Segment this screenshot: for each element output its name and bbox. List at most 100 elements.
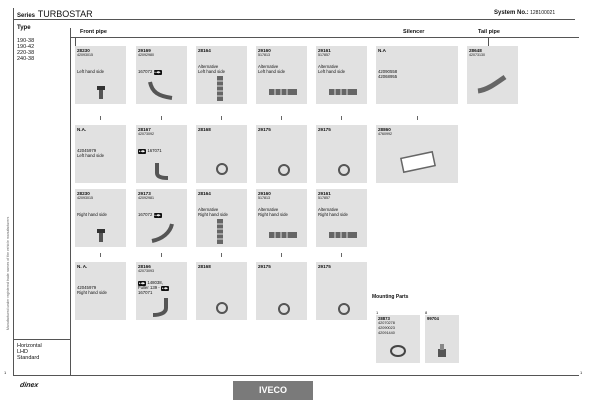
clamp-icon: ▸◀▶ xyxy=(153,70,162,75)
part-ref: 517813 xyxy=(258,53,270,57)
clamp-icon xyxy=(390,345,406,357)
part-ref: 42073092 xyxy=(138,132,154,136)
sidebar-note: Manufactured under registered trade name… xyxy=(6,216,10,330)
mount-cell-28873: 28873 42070278 42090023 42091440 xyxy=(376,315,420,363)
series-label: Series xyxy=(17,13,36,19)
part-note: Right hand side xyxy=(198,212,228,217)
part-ref: 42092980 xyxy=(138,53,154,57)
part-code: 28166 xyxy=(138,264,151,269)
part-note-text: 148038, xyxy=(147,280,163,285)
types-list: 190-38 190-42 220-38 240-38 xyxy=(17,38,34,62)
part-cell-28230-lhs: 28230 42093015 Left hand side xyxy=(75,46,126,104)
part-note: Left hand side xyxy=(198,69,225,74)
part-note: Left hand side xyxy=(318,69,345,74)
config-item: LHD xyxy=(17,349,29,356)
part-code: 28168 xyxy=(198,127,211,132)
part-code: 29173 xyxy=(138,191,151,196)
part-code: 28873 xyxy=(378,316,390,321)
part-alt: Alternative xyxy=(198,207,219,212)
part-cell-29161-lhs: 29161 517857 Alternative Left hand side xyxy=(316,46,367,104)
part-code: N. A. xyxy=(77,264,88,269)
section-silencer: Silencer xyxy=(403,29,425,35)
part-code: 28230 xyxy=(77,191,90,196)
part-code: 29161 xyxy=(318,191,331,196)
tail-pipe-icon xyxy=(477,74,507,94)
nut-icon xyxy=(438,344,446,357)
part-code: 29161 xyxy=(318,48,331,53)
pipe-icon xyxy=(151,223,174,243)
part-cell-28167: 28167 42073092 ▸◀▶ 167071 xyxy=(136,125,187,183)
part-code: 29175 xyxy=(318,127,331,132)
part-ref-1: 42090558 xyxy=(378,69,398,74)
part-note-text: 167071 xyxy=(147,148,162,153)
part-note: Left hand side xyxy=(258,69,285,74)
part-code: 28648 xyxy=(469,48,482,53)
part-cell-29175-c: 29175 xyxy=(256,262,307,320)
type-heading: Type xyxy=(17,25,31,31)
config-item: Horizontal xyxy=(17,343,42,349)
part-code: 29175 xyxy=(318,264,331,269)
section-front-pipe: Front pipe xyxy=(80,29,107,35)
part-code: 28164 xyxy=(198,191,211,196)
silencer-icon xyxy=(400,150,436,174)
part-note-text: 167072 xyxy=(138,212,153,217)
part-code: 29160 xyxy=(258,191,271,196)
pipe-icon xyxy=(152,298,168,317)
clamp-icon xyxy=(216,302,228,314)
part-ref: 42073093 xyxy=(138,269,154,273)
part-ref: 42090023 xyxy=(378,326,395,330)
part-alt: Alternative xyxy=(318,64,339,69)
brand-banner: IVECO xyxy=(233,381,313,400)
part-cell-29175-a: 29175 xyxy=(256,125,307,183)
part-cell-29169: 29169 42092980 167072 ▸◀▶ xyxy=(136,46,187,104)
type-item: 220-38 xyxy=(17,50,35,56)
part-cell-29175-d: 29175 xyxy=(316,262,367,320)
part-ref: 42091440 xyxy=(378,331,395,335)
flex-pipe-icon xyxy=(217,219,223,244)
type-item: 240-38 xyxy=(17,56,35,62)
series-header: Series TURBOSTAR xyxy=(17,9,93,19)
part-cell-na-lhs: N.A. 42045979 Left hand side xyxy=(75,125,126,183)
part-alt: Alternative xyxy=(318,207,339,212)
part-ref: 42093015 xyxy=(77,53,93,57)
part-cell-28168-lhs: 28168 xyxy=(196,125,247,183)
pipe-icon xyxy=(148,81,173,100)
part-cell-28164-lhs: 28164 Alternative Left hand side xyxy=(196,46,247,104)
mount-qty: 8 xyxy=(425,310,428,315)
part-code: N.A. xyxy=(77,127,87,132)
flex-pipe-icon xyxy=(269,89,297,95)
part-cell-na-rhs: N. A. 42045979 Right hand side xyxy=(75,262,126,320)
part-ref: 4760992 xyxy=(378,132,392,136)
section-tail-pipe: Tail pipe xyxy=(478,29,500,35)
clamp-icon: ▸◀▶ xyxy=(138,281,147,286)
part-note-text: 167072 xyxy=(138,69,153,74)
part-note: ▸◀▶ 167071 xyxy=(138,148,162,154)
part-note-text: Fuller 139 - xyxy=(138,285,160,290)
part-cell-28230-rhs: 28230 42093015 Right hand side xyxy=(75,189,126,247)
part-note: Right hand side xyxy=(77,212,107,217)
clamp-icon xyxy=(338,164,350,176)
part-cell-29173: 29173 42092981 167072 ▸◀▶ xyxy=(136,189,187,247)
system-value: 128100021 xyxy=(530,10,556,16)
part-ref: 517813 xyxy=(258,196,270,200)
bolt-icon xyxy=(97,86,105,99)
part-code: 29169 xyxy=(138,48,151,53)
clamp-icon xyxy=(278,303,290,315)
part-code: 28168 xyxy=(198,264,211,269)
system-header: System No.: 128100021 xyxy=(494,10,555,16)
part-code: 29160 xyxy=(258,48,271,53)
page-number-left: 1 xyxy=(4,370,7,375)
flex-pipe-icon xyxy=(329,232,357,238)
part-code: 99704 xyxy=(427,316,439,321)
part-note: Right hand side xyxy=(77,290,107,295)
part-ref: 517857 xyxy=(318,196,330,200)
mount-cell-99704: 99704 xyxy=(425,315,459,363)
part-cell-28648: 28648 42073130 xyxy=(467,46,518,104)
mount-qty: 1 xyxy=(376,310,379,315)
clamp-icon: ▸◀▶ xyxy=(138,149,147,154)
flex-pipe-icon xyxy=(269,232,297,238)
part-code: 29175 xyxy=(258,264,271,269)
dinex-logo: dinex xyxy=(19,382,39,389)
bolt-icon xyxy=(97,229,105,242)
part-ref: 42045979 xyxy=(77,285,97,290)
